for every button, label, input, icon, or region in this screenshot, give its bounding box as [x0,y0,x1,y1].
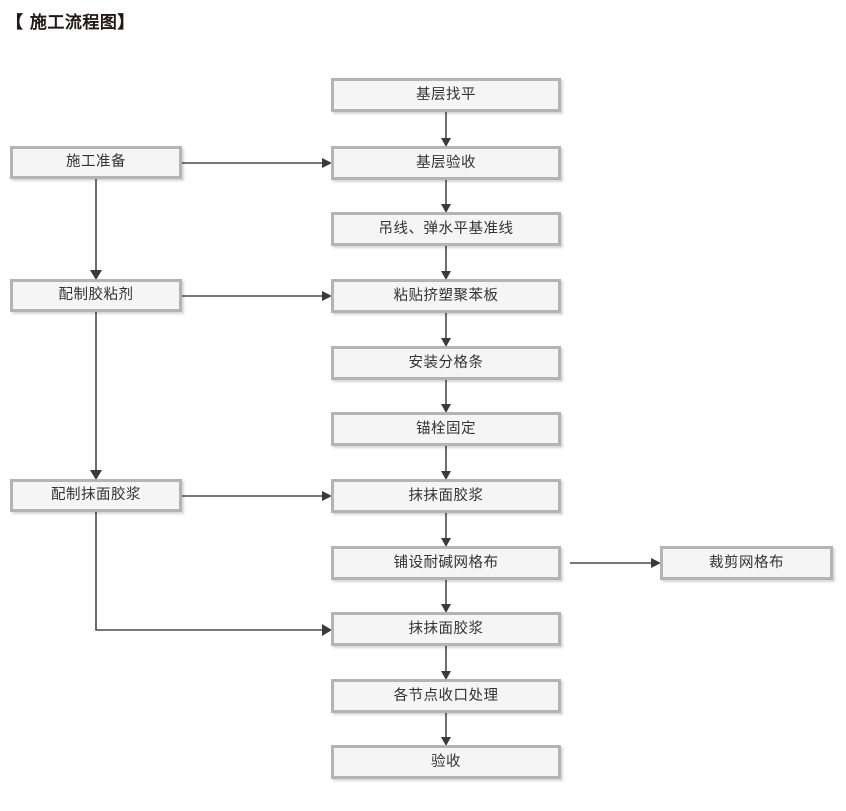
node-apply-mortar-2-label: 抹抹面胶浆 [408,620,484,637]
node-lay-mesh[interactable]: 铺设耐碱网格布 [331,546,561,580]
node-face-mortar[interactable]: 配制抹面胶浆 [10,479,182,512]
edge-install-strip-to-anchor-bolt [441,380,451,413]
node-joint-finish[interactable]: 各节点收口处理 [331,679,561,713]
node-datum-line-label: 吊线、弹水平基准线 [378,220,514,237]
node-paste-xps-label: 粘贴挤塑聚苯板 [393,287,499,304]
node-cut-mesh-label: 裁剪网格布 [709,554,784,571]
edge-apply-mortar-1-to-lay-mesh [441,513,451,547]
edge-adhesive-to-face-mortar [90,312,102,480]
node-apply-mortar-1-label: 抹抹面胶浆 [408,487,484,504]
node-acceptance-label: 验收 [431,753,461,770]
node-level-base-label: 基层找平 [416,86,476,103]
edge-accept-base-to-datum-line [441,180,451,213]
page-title: 【 施工流程图】 [6,13,135,33]
edge-paste-xps-to-install-strip [441,313,451,347]
node-apply-mortar-1[interactable]: 抹抹面胶浆 [331,479,561,513]
edge-lay-mesh-to-apply-mortar-2 [441,580,451,613]
node-accept-base-label: 基层验收 [416,154,476,171]
edge-anchor-bolt-to-apply-mortar-1 [441,446,451,480]
node-datum-line[interactable]: 吊线、弹水平基准线 [331,212,561,246]
edge-datum-line-to-paste-xps [441,246,451,280]
edge-joint-finish-to-acceptance [441,713,451,746]
node-install-strip-label: 安装分格条 [408,354,484,371]
node-joint-finish-label: 各节点收口处理 [393,687,499,704]
node-face-mortar-label: 配制抹面胶浆 [51,487,141,504]
node-prep[interactable]: 施工准备 [10,146,182,179]
node-cut-mesh[interactable]: 裁剪网格布 [660,546,833,580]
node-level-base[interactable]: 基层找平 [331,78,561,112]
edge-lay-mesh-to-cut-mesh [570,558,661,568]
edge-adhesive-to-paste-xps [182,291,332,301]
edge-face-mortar-to-apply-mortar-2 [95,512,332,636]
node-acceptance[interactable]: 验收 [331,745,561,779]
node-apply-mortar-2[interactable]: 抹抹面胶浆 [331,612,561,646]
edge-prep-to-adhesive [90,179,102,280]
edge-apply-mortar-2-to-joint-finish [441,646,451,680]
edge-face-mortar-to-apply-mortar-1 [182,491,332,501]
node-install-strip[interactable]: 安装分格条 [331,346,561,380]
node-adhesive[interactable]: 配制胶粘剂 [10,279,182,312]
node-prep-label: 施工准备 [66,154,126,171]
edge-level-base-to-accept-base [441,112,451,147]
node-lay-mesh-label: 铺设耐碱网格布 [393,554,499,571]
node-paste-xps[interactable]: 粘贴挤塑聚苯板 [331,279,561,313]
node-adhesive-label: 配制胶粘剂 [58,287,134,304]
node-anchor-bolt-label: 锚栓固定 [416,420,476,437]
edge-prep-to-accept-base [182,158,332,168]
node-anchor-bolt[interactable]: 锚栓固定 [331,412,561,446]
node-accept-base[interactable]: 基层验收 [331,146,561,180]
